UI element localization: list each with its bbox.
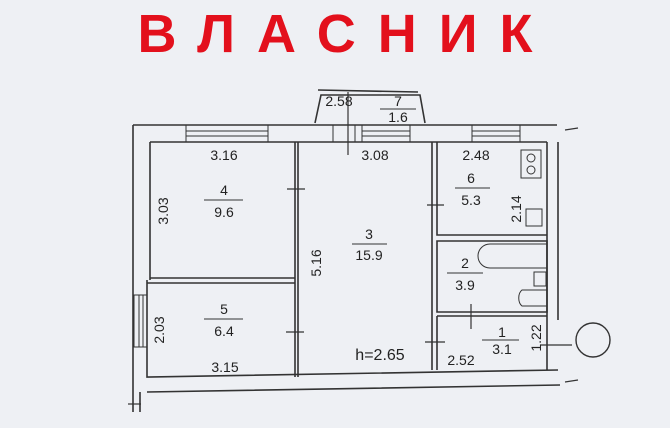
toilet-icon xyxy=(518,289,547,307)
windows xyxy=(133,124,521,348)
dim-room3-width: 3.08 xyxy=(361,147,388,163)
column-icon xyxy=(575,322,611,358)
bathtub-icon xyxy=(477,243,547,269)
room-labels: 7 1.6 4 9.6 3 15.9 6 5.3 2 3.9 5 6.4 1 3… xyxy=(204,93,519,364)
dim-room6-width: 2.48 xyxy=(462,147,489,163)
room-7-area: 1.6 xyxy=(388,109,408,125)
balcony xyxy=(314,89,426,124)
room-5-area: 6.4 xyxy=(214,323,234,339)
dim-room1-height: 1.22 xyxy=(528,324,544,351)
room-3-area: 15.9 xyxy=(355,247,382,263)
dim-balcony-width: 2.58 xyxy=(325,93,352,109)
room-4-number: 4 xyxy=(220,182,228,198)
room-4-area: 9.6 xyxy=(214,204,234,220)
room-2-area: 3.9 xyxy=(455,277,475,293)
interior-walls xyxy=(147,142,572,377)
fixtures xyxy=(477,149,611,358)
dim-room3-height: 5.16 xyxy=(308,249,324,276)
dim-room4-width: 3.16 xyxy=(210,147,237,163)
room-3-number: 3 xyxy=(365,226,373,242)
dim-room6-height: 2.14 xyxy=(508,195,524,222)
room-1-number: 1 xyxy=(498,324,506,340)
dim-room5-width: 3.15 xyxy=(211,359,238,375)
stove-icon xyxy=(520,149,542,179)
ceiling-height: h=2.65 xyxy=(355,347,404,364)
dim-room1-width: 2.52 xyxy=(447,352,474,368)
dim-room5-height: 2.03 xyxy=(151,316,167,343)
room-5-number: 5 xyxy=(220,301,228,317)
dimensions: 2.58 3.16 3.08 2.48 3.03 5.16 2.14 2.03 … xyxy=(151,93,544,375)
dim-room4-height: 3.03 xyxy=(155,197,171,224)
room-6-area: 5.3 xyxy=(461,192,481,208)
page-title: ВЛАСНИК xyxy=(137,4,555,64)
room-6-number: 6 xyxy=(467,170,475,186)
sink-icon xyxy=(525,208,543,227)
room-7-number: 7 xyxy=(394,93,402,109)
room-2-number: 2 xyxy=(461,255,469,271)
room-1-area: 3.1 xyxy=(492,341,512,357)
